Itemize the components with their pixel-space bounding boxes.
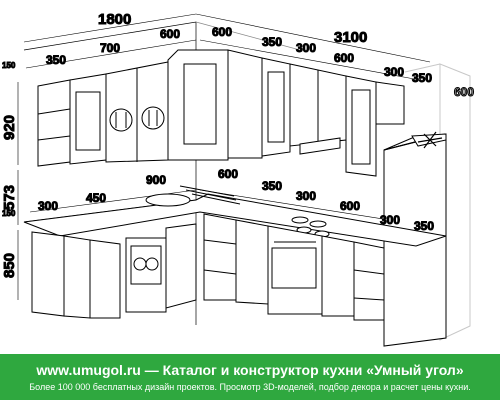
snowflake-icon: [417, 131, 443, 149]
footer-banner: www.umugol.ru — Каталог и конструктор ку…: [0, 354, 500, 400]
dim-height-upper: 920: [1, 115, 18, 140]
dim-counter-right-3: 600: [340, 199, 360, 213]
dim-counter-right-0: 600: [218, 167, 238, 181]
dim-upper-left-2: 700: [100, 41, 120, 55]
countertop: [23, 185, 447, 247]
dim-upper-right-2: 300: [296, 41, 316, 55]
dim-upper-left-1: 350: [46, 53, 66, 67]
kitchen-layout-drawing: 1800 3100 150 350 700 600 600 350 300 60…: [1, 11, 475, 347]
upper-cabinets-right: [227, 49, 405, 177]
dim-upper-left-3: 600: [160, 27, 180, 41]
dim-top-right-total: 3100: [334, 29, 367, 46]
dim-upper-right-5: 350: [412, 71, 432, 85]
dim-counter-right-4: 300: [380, 213, 400, 227]
footer-title-link[interactable]: www.umugol.ru — Каталог и конструктор ку…: [36, 362, 464, 378]
base-cabinets-right: [203, 213, 385, 321]
dim-upper-right-1: 350: [262, 35, 282, 49]
dim-counter-left-2: 450: [86, 191, 106, 205]
upper-cabinets-left: [37, 61, 169, 167]
dim-counter-right-5: 350: [414, 219, 434, 233]
dim-counter-left-0: 150: [2, 209, 16, 218]
dim-upper-left-0: 150: [2, 61, 16, 70]
base-cabinets-left: [31, 223, 197, 319]
dim-upper-right-3: 600: [334, 51, 354, 65]
dim-upper-right-4: 300: [384, 65, 404, 79]
dim-height-base: 850: [1, 253, 18, 278]
dim-counter-right-1: 350: [262, 179, 282, 193]
dim-height-middle: 573: [1, 185, 18, 210]
dim-top-left-total: 1800: [98, 11, 131, 28]
footer-subtitle: Более 100 000 бесплатных дизайн проектов…: [29, 382, 471, 392]
dim-counter-left-1: 300: [38, 199, 58, 213]
upper-corner-cabinet: [167, 49, 229, 161]
dim-upper-right-0: 600: [212, 25, 232, 39]
dim-fridge-depth: 600: [454, 85, 474, 99]
dim-counter-left-3: 900: [146, 173, 166, 187]
dim-counter-right-2: 300: [296, 189, 316, 203]
